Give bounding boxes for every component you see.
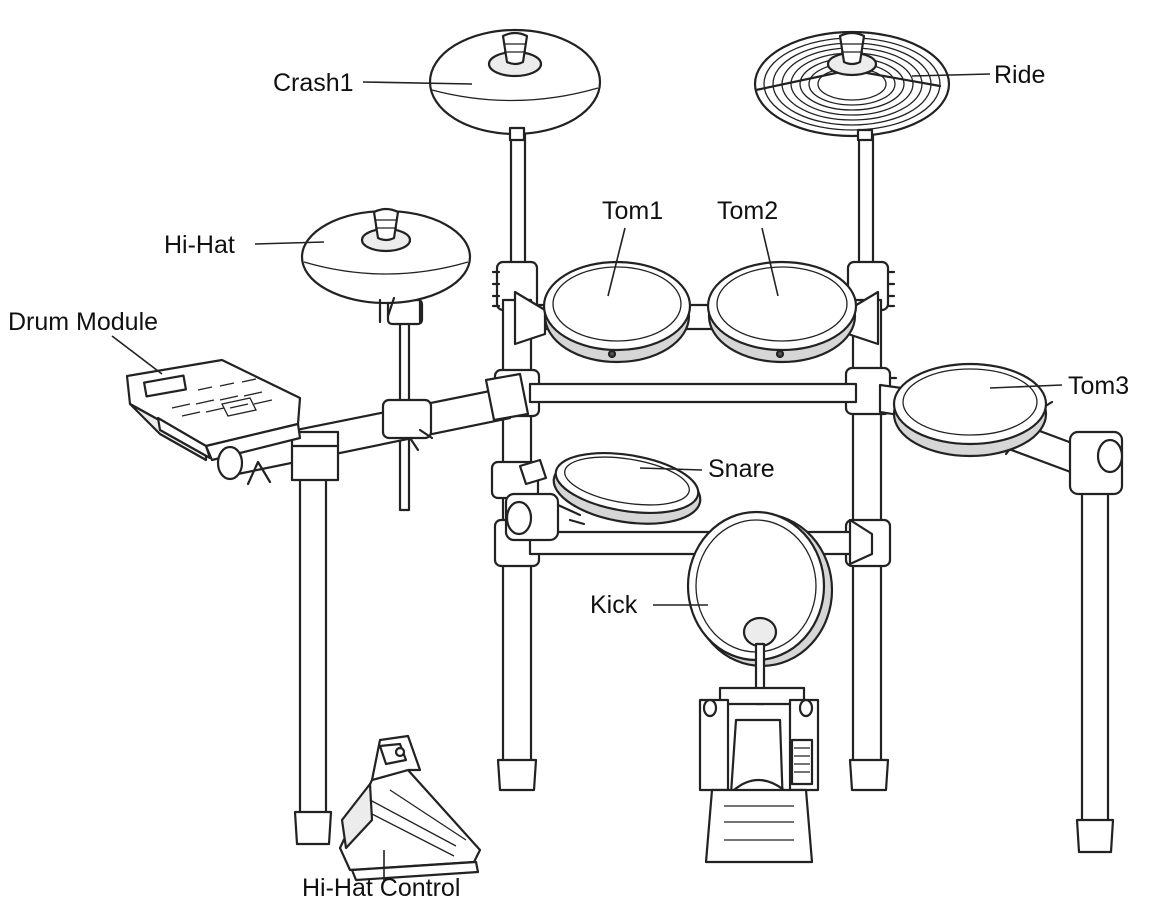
kick-pedal — [698, 616, 820, 864]
label-snare: Snare — [708, 455, 775, 483]
leader-tom1 — [607, 227, 626, 297]
crash1-cymbal — [428, 28, 602, 142]
left-arm-rail — [220, 372, 530, 486]
drum-module — [125, 358, 302, 481]
tom2-pad — [706, 260, 858, 364]
label-crash1: Crash1 — [273, 69, 354, 97]
tom3-pad — [892, 362, 1048, 458]
leader-tom2 — [761, 227, 779, 297]
tom1-pad — [542, 260, 692, 364]
ride-cymbal — [753, 30, 951, 142]
label-tom1: Tom1 — [602, 197, 663, 225]
hihat-cymbal — [300, 207, 472, 324]
center-right-stand — [844, 133, 898, 792]
label-hihat: Hi-Hat — [164, 231, 235, 259]
right-outer-stand — [1075, 468, 1115, 854]
kick-pad — [686, 510, 834, 668]
middle-rail — [528, 382, 858, 404]
hihat-control-pedal — [338, 734, 482, 882]
snare-clamp — [490, 458, 586, 542]
leader-snare — [639, 467, 703, 471]
label-tom3: Tom3 — [1068, 372, 1129, 400]
leader-hihat — [254, 241, 325, 245]
leader-lines — [111, 73, 1063, 882]
label-kick: Kick — [590, 591, 638, 619]
label-tom2: Tom2 — [717, 197, 778, 225]
left-outer-stand — [293, 468, 333, 846]
leader-drum-module — [111, 335, 163, 375]
leader-crash1 — [362, 81, 473, 85]
leader-tom3 — [989, 384, 1063, 389]
label-hihat-control: Hi-Hat Control — [302, 874, 460, 901]
label-ride: Ride — [994, 61, 1045, 89]
leader-ride — [911, 73, 991, 77]
label-drum-module: Drum Module — [8, 308, 158, 336]
